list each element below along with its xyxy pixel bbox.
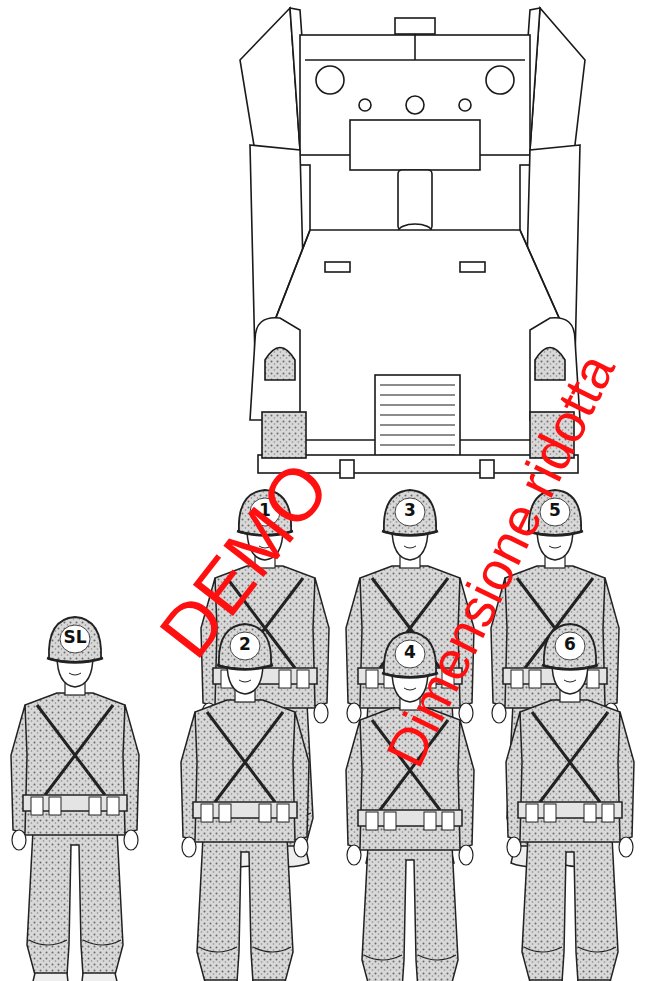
helmet-number: SL — [55, 627, 95, 647]
helmet-number: 6 — [550, 634, 590, 654]
soldier — [181, 624, 309, 981]
helmet-number: 3 — [390, 500, 430, 520]
soldier — [506, 624, 634, 981]
vehicle — [240, 8, 585, 478]
soldier — [11, 617, 139, 981]
